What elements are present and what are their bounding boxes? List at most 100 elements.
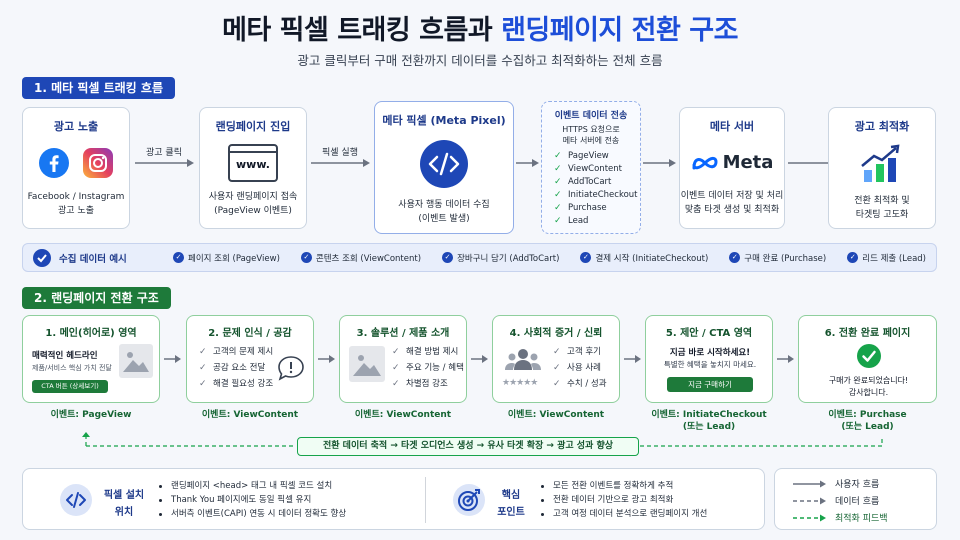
check-icon: ✓ bbox=[554, 164, 562, 174]
check-icon: ✓ bbox=[554, 203, 562, 213]
facebook-icon bbox=[39, 148, 69, 178]
event-label-alt: (또는 Lead) bbox=[682, 422, 736, 432]
check-icon: ✓ bbox=[580, 252, 592, 263]
green-dashed-arrow-icon bbox=[793, 514, 826, 521]
core-list: 모든 전환 이벤트를 정확하게 추적 전환 데이터 기반으로 광고 최적화 고객… bbox=[541, 479, 707, 521]
check-icon: ✓ bbox=[554, 151, 562, 161]
check-icon: ✓ bbox=[553, 363, 561, 373]
arrow-right-icon bbox=[311, 159, 370, 167]
strip-item: ✓결제 시작 (InitiateCheckout) bbox=[580, 252, 708, 264]
legend: 사용자 흐름 데이터 흐름 최적화 피드백 bbox=[774, 468, 937, 530]
check-icon: ✓ bbox=[442, 252, 454, 263]
list-item: ✓InitiateCheckout bbox=[554, 190, 638, 200]
card-problem: 2. 문제 인식 / 공감 ✓고객의 문제 제시 ✓공감 요소 전달 ✓해결 필… bbox=[186, 315, 314, 403]
strip-item: ✓콘텐츠 조회 (ViewContent) bbox=[300, 252, 421, 264]
dashed-arrow-icon bbox=[793, 497, 826, 504]
strip-item: ✓페이지 조회 (PageView) bbox=[173, 252, 280, 264]
list-item: ✓Purchase bbox=[554, 203, 607, 213]
list-item: 랜딩페이지 <head> 태그 내 픽셀 코드 설치 bbox=[159, 479, 346, 493]
image-placeholder-icon bbox=[349, 346, 385, 382]
strip-item: ✓구매 완료 (Purchase) bbox=[729, 252, 826, 264]
code-icon bbox=[60, 484, 92, 516]
target-icon bbox=[453, 484, 485, 516]
check-icon: ✓ bbox=[553, 347, 561, 357]
card-hero: 1. 메인(히어로) 영역 매력적인 헤드라인 제품/서비스 핵심 가치 전달 … bbox=[22, 315, 160, 403]
strip-label: 수집 데이터 예시 bbox=[33, 248, 173, 267]
solid-arrow-icon bbox=[793, 480, 826, 487]
card-meta-server: 메타 서버 Meta 이벤트 데이터 저장 및 처리 맞춤 타겟 생성 및 최적… bbox=[679, 107, 785, 229]
card-conversion-complete: 6. 전환 완료 페이지 구매가 완료되었습니다! 감사합니다. bbox=[798, 315, 937, 403]
section2-header: 2. 랜딩페이지 전환 구조 bbox=[22, 287, 171, 309]
arrow-right-icon bbox=[516, 159, 539, 167]
arrow-label-ad-click: 광고 클릭 bbox=[146, 148, 182, 158]
page-title: 메타 픽셀 트래킹 흐름과 랜딩페이지 전환 구조 bbox=[222, 15, 738, 46]
buy-now-button[interactable]: 지금 구매하기 bbox=[667, 377, 753, 392]
section1-header: 1. 메타 픽셀 트래킹 흐름 bbox=[22, 77, 175, 99]
legend-item-user-flow: 사용자 흐름 bbox=[793, 475, 936, 492]
check-icon: ✓ bbox=[199, 347, 207, 357]
event-label: 이벤트: ViewContent bbox=[201, 410, 299, 420]
check-icon: ✓ bbox=[199, 363, 207, 373]
list-item: Thank You 페이지에도 동일 픽셀 유지 bbox=[159, 493, 346, 507]
strip-item: ✓리드 제출 (Lead) bbox=[847, 252, 926, 264]
page-subtitle: 광고 클릭부터 구매 전환까지 데이터를 수집하고 최적화하는 전체 흐름 bbox=[297, 53, 663, 68]
check-icon: ✓ bbox=[392, 379, 400, 389]
arrow-right-icon bbox=[643, 159, 676, 167]
check-icon: ✓ bbox=[392, 347, 400, 357]
list-item: 모든 전환 이벤트를 정확하게 추적 bbox=[541, 479, 707, 493]
legend-item-data-flow: 데이터 흐름 bbox=[793, 492, 936, 509]
card-offer-cta: 5. 제안 / CTA 영역 지금 바로 시작하세요! 특별한 혜택을 놓치지 … bbox=[645, 315, 773, 403]
check-circle-icon bbox=[857, 344, 881, 368]
list-item: ✓차별점 강조 bbox=[392, 379, 448, 389]
arrow-right-icon bbox=[624, 355, 641, 363]
list-item: ✓Lead bbox=[554, 216, 589, 226]
list-item: ✓ViewContent bbox=[554, 164, 622, 174]
browser-icon: www. bbox=[228, 144, 278, 182]
card-meta-pixel: 메타 픽셀 (Meta Pixel) 사용자 행동 데이터 수집 (이벤트 발생… bbox=[374, 101, 514, 234]
check-icon: ✓ bbox=[392, 363, 400, 373]
event-label: 이벤트: Purchase bbox=[828, 410, 907, 420]
arrow-label-pixel-run: 픽셀 실행 bbox=[322, 148, 358, 158]
event-list: ✓PageView ✓ViewContent ✓AddToCart ✓Initi… bbox=[554, 150, 640, 228]
list-item: ✓고객의 문제 제시 bbox=[199, 347, 274, 357]
card-ad-optimize: 광고 최적화 전환 최적화 및 타겟팅 고도화 bbox=[828, 107, 936, 229]
speech-alert-icon bbox=[278, 356, 304, 381]
list-item: 전환 데이터 기반으로 광고 최적화 bbox=[541, 493, 707, 507]
list-item: ✓공감 요소 전달 bbox=[199, 363, 266, 373]
check-icon: ✓ bbox=[173, 252, 184, 263]
check-icon: ✓ bbox=[729, 252, 741, 263]
check-icon: ✓ bbox=[554, 177, 562, 187]
legend-item-feedback: 최적화 피드백 bbox=[793, 509, 936, 526]
card-social-proof: 4. 사회적 증거 / 신뢰 ★★★★★ ✓고객 후기 ✓사용 사례 ✓수치 /… bbox=[492, 315, 620, 403]
list-item: ✓PageView bbox=[554, 151, 609, 161]
cta-detail-button[interactable]: CTA 버튼 (상세보기) bbox=[32, 380, 108, 393]
check-circle-icon bbox=[33, 248, 51, 267]
check-icon: ✓ bbox=[199, 379, 207, 389]
list-item: ✓AddToCart bbox=[554, 177, 612, 187]
feedback-loop-label: 전환 데이터 축적 → 타겟 오디언스 생성 → 유사 타겟 확장 → 광고 성… bbox=[297, 437, 639, 456]
event-label: 이벤트: ViewContent bbox=[507, 410, 605, 420]
instagram-icon bbox=[83, 148, 113, 178]
users-group-icon bbox=[505, 349, 541, 370]
install-list: 랜딩페이지 <head> 태그 내 픽셀 코드 설치 Thank You 페이지… bbox=[159, 479, 346, 521]
list-item: ✓수치 / 성과 bbox=[553, 379, 607, 389]
arrow-right-icon bbox=[318, 355, 335, 363]
list-item: ✓고객 후기 bbox=[553, 347, 601, 357]
divider bbox=[425, 477, 426, 523]
list-item: ✓사용 사례 bbox=[553, 363, 601, 373]
event-label: 이벤트: InitiateCheckout bbox=[651, 410, 767, 420]
check-icon: ✓ bbox=[554, 216, 562, 226]
list-item: ✓주요 기능 / 혜택 bbox=[392, 363, 464, 373]
strip-item: ✓장바구니 담기 (AddToCart) bbox=[442, 252, 559, 264]
card-solution: 3. 솔루션 / 제품 소개 ✓해결 방법 제시 ✓주요 기능 / 혜택 ✓차별… bbox=[339, 315, 467, 403]
meta-infinity-icon bbox=[692, 156, 718, 169]
card-title: 광고 노출 bbox=[53, 120, 99, 133]
card-landing-entry: 랜딩페이지 진입 www. 사용자 랜딩페이지 접속 (PageView 이벤트… bbox=[199, 107, 307, 229]
check-icon: ✓ bbox=[554, 190, 562, 200]
star-rating-icon: ★★★★★ bbox=[502, 378, 538, 388]
growth-chart-icon bbox=[861, 144, 900, 182]
check-icon: ✓ bbox=[300, 252, 312, 263]
check-icon: ✓ bbox=[553, 379, 561, 389]
list-item: ✓해결 방법 제시 bbox=[392, 347, 459, 357]
